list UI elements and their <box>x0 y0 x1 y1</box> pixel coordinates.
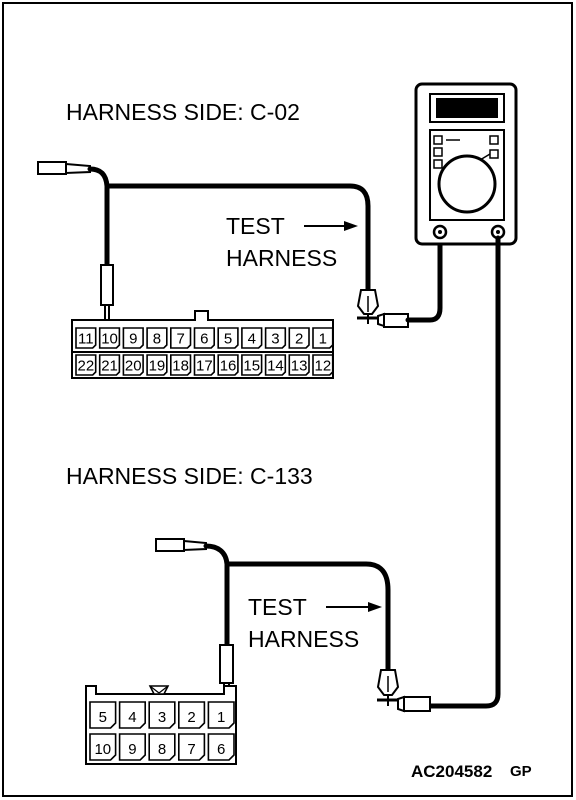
pin-cavity <box>288 354 310 376</box>
pin-cavity <box>217 354 239 376</box>
pin-number: 13 <box>291 357 308 374</box>
bottom-lead-plug <box>397 695 431 713</box>
selector-dial-icon <box>437 154 497 214</box>
bottom-arrow-icon <box>326 602 382 612</box>
pin-cavity <box>89 733 117 761</box>
pin-number: 9 <box>128 741 136 758</box>
top-test-harness-wire <box>87 166 110 271</box>
pin-number: 7 <box>176 330 184 347</box>
pin-number: 12 <box>315 357 332 374</box>
top-probe-plug <box>37 161 91 175</box>
pin-number: 6 <box>217 741 225 758</box>
top-test-harness-wire-right <box>104 183 371 295</box>
pin-number: 19 <box>149 357 166 374</box>
pin-number: 2 <box>295 330 303 347</box>
meter-lead-left <box>405 229 443 323</box>
bottom-probe-plug <box>155 538 207 552</box>
pin-cavity <box>193 327 215 349</box>
top-harness-title: HARNESS SIDE: C-02 <box>66 99 300 125</box>
pin-number: 8 <box>153 330 161 347</box>
top-arrow-icon <box>304 221 358 231</box>
pin-number: 11 <box>78 330 94 347</box>
top-harness-label: HARNESS <box>226 245 337 271</box>
pin-number: 5 <box>99 709 107 726</box>
bottom-test-harness-wire-right <box>224 561 391 675</box>
pin-cavity <box>312 327 334 349</box>
pin-number: 2 <box>187 709 195 726</box>
pin-cavity <box>217 327 239 349</box>
pin-cavity <box>264 354 287 376</box>
pin-number: 16 <box>220 357 237 374</box>
bottom-alligator-clip <box>376 669 400 706</box>
connector-c133-row2: 10 9 8 7 6 <box>89 733 235 761</box>
pin-cavity <box>146 354 168 376</box>
figure-suffix: GP <box>510 763 532 780</box>
pin-number: 15 <box>243 357 260 374</box>
pin-number: 9 <box>129 330 137 347</box>
pin-cavity <box>241 354 263 376</box>
bottom-test-harness-wire <box>203 543 230 651</box>
pin-cavity <box>98 354 121 376</box>
bottom-harness-label: HARNESS <box>248 626 359 652</box>
pin-cavity <box>148 701 176 729</box>
pin-number: 14 <box>267 357 284 374</box>
pin-cavity <box>89 701 117 729</box>
pin-number: 18 <box>172 357 189 374</box>
pin-number: 22 <box>78 357 95 374</box>
connector-c133-row1: 5 4 3 2 1 <box>89 701 235 729</box>
pin-cavity <box>122 354 144 376</box>
pin-cavity <box>207 733 235 761</box>
pin-number: 5 <box>224 330 232 347</box>
pin-number: 7 <box>187 741 195 758</box>
pin-number: 20 <box>125 357 142 374</box>
pin-number: 3 <box>158 709 166 726</box>
pin-cavity <box>75 327 97 349</box>
pin-number: 4 <box>128 709 136 726</box>
pin-cavity <box>288 327 310 349</box>
pin-cavity <box>207 701 235 729</box>
pin-cavity <box>118 701 146 729</box>
pin-number: 1 <box>217 709 225 726</box>
pin-cavity <box>170 327 192 349</box>
pin-cavity <box>122 327 144 349</box>
pin-cavity <box>98 327 121 349</box>
multimeter: Ω <box>414 82 518 246</box>
meter-lead-right <box>427 235 501 709</box>
top-alligator-clip <box>356 289 380 324</box>
pin-cavity <box>75 354 97 376</box>
pin-cavity <box>148 733 176 761</box>
pin-number: 10 <box>94 741 111 758</box>
bottom-test-label: TEST <box>248 594 307 620</box>
pin-cavity <box>170 354 192 376</box>
pin-number: 17 <box>196 357 213 374</box>
range-marks-icon <box>433 135 499 169</box>
pin-cavity <box>193 354 215 376</box>
pin-cavity <box>264 327 287 349</box>
bottom-harness-title: HARNESS SIDE: C-133 <box>66 463 313 489</box>
pin-cavity <box>178 701 206 729</box>
pin-cavity <box>146 327 168 349</box>
top-test-label: TEST <box>226 213 285 239</box>
connector-c02-row2: 22 21 20 19 18 17 16 15 14 13 12 <box>75 354 334 376</box>
pin-number: 21 <box>101 357 118 374</box>
top-lead-plug <box>377 312 409 328</box>
ohm-symbol: Ω <box>459 99 474 120</box>
figure-id: AC204582 <box>411 762 492 781</box>
pin-cavity <box>312 354 334 376</box>
pin-cavity <box>178 733 206 761</box>
pin-cavity <box>241 327 263 349</box>
pin-number: 8 <box>158 741 166 758</box>
pin-number: 3 <box>271 330 279 347</box>
pin-number: 10 <box>101 330 118 347</box>
pin-number: 4 <box>248 330 256 347</box>
pin-number: 1 <box>319 330 327 347</box>
pin-cavity <box>118 733 146 761</box>
pin-number: 6 <box>200 330 208 347</box>
